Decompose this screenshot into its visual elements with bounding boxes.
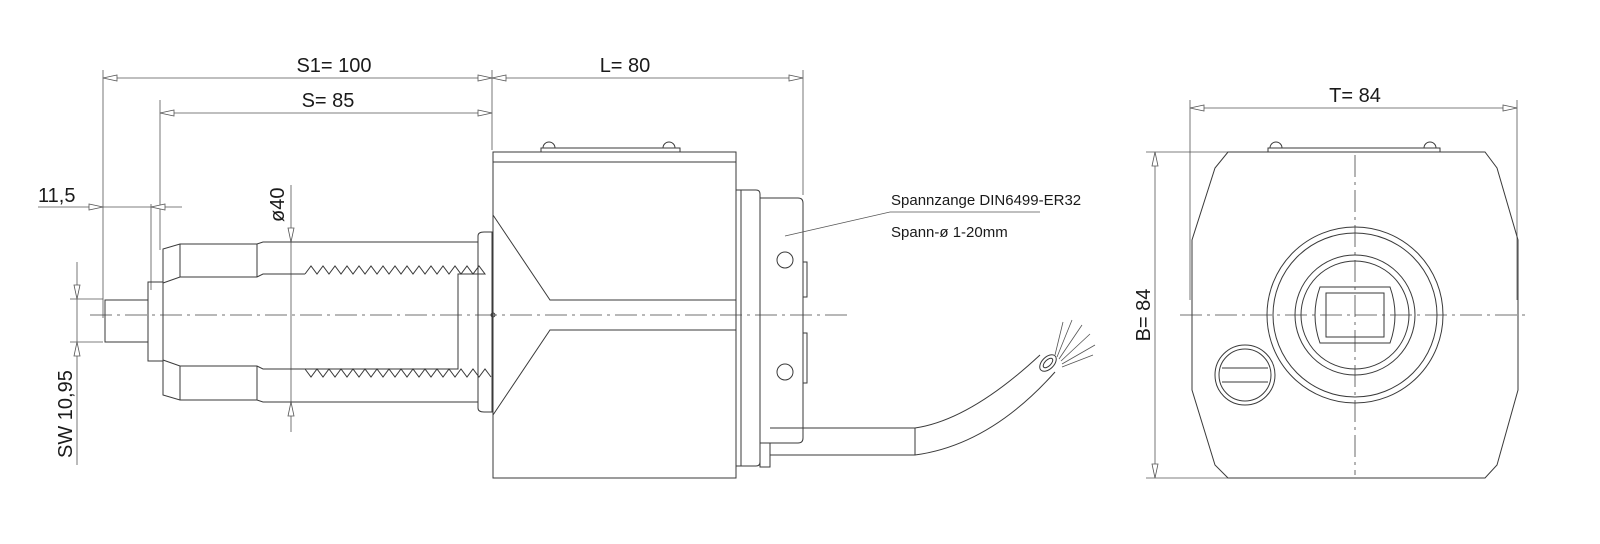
tool-shank	[104, 231, 493, 413]
dimension-l-label: L= 80	[600, 55, 651, 77]
dimension-shank-length-label: 11,5	[38, 185, 75, 207]
tool-body	[490, 141, 737, 479]
dimension-t-label: T= 84	[1329, 85, 1381, 107]
dimension-diameter: ø40	[267, 185, 295, 432]
dimension-shank-length: 11,5	[38, 185, 182, 290]
dimension-wrench-size: SW 10,95	[55, 262, 103, 465]
dimension-s1: S1= 100	[102, 55, 493, 318]
clamp-range-label: Spann-ø 1-20mm	[891, 224, 1008, 241]
dimension-l: L= 80	[491, 55, 804, 195]
front-view	[1180, 141, 1530, 479]
dimension-wrench-size-label: SW 10,95	[55, 370, 77, 458]
dimension-s1-label: S1= 100	[296, 55, 371, 77]
dimension-b-label: B= 84	[1133, 289, 1155, 342]
collet-annotation: Spannzange DIN6499-ER32 Spann-ø 1-20mm	[784, 192, 1081, 241]
dimension-s: S= 85	[159, 90, 493, 250]
collet-label: Spannzange DIN6499-ER32	[891, 192, 1081, 209]
dimension-s-label: S= 85	[302, 90, 355, 112]
collet-nut	[736, 189, 808, 468]
dimension-diameter-label: ø40	[267, 188, 289, 222]
dimension-t: T= 84	[1189, 85, 1518, 300]
dimension-b: B= 84	[1133, 151, 1230, 479]
coolant-pipe	[770, 319, 1096, 456]
